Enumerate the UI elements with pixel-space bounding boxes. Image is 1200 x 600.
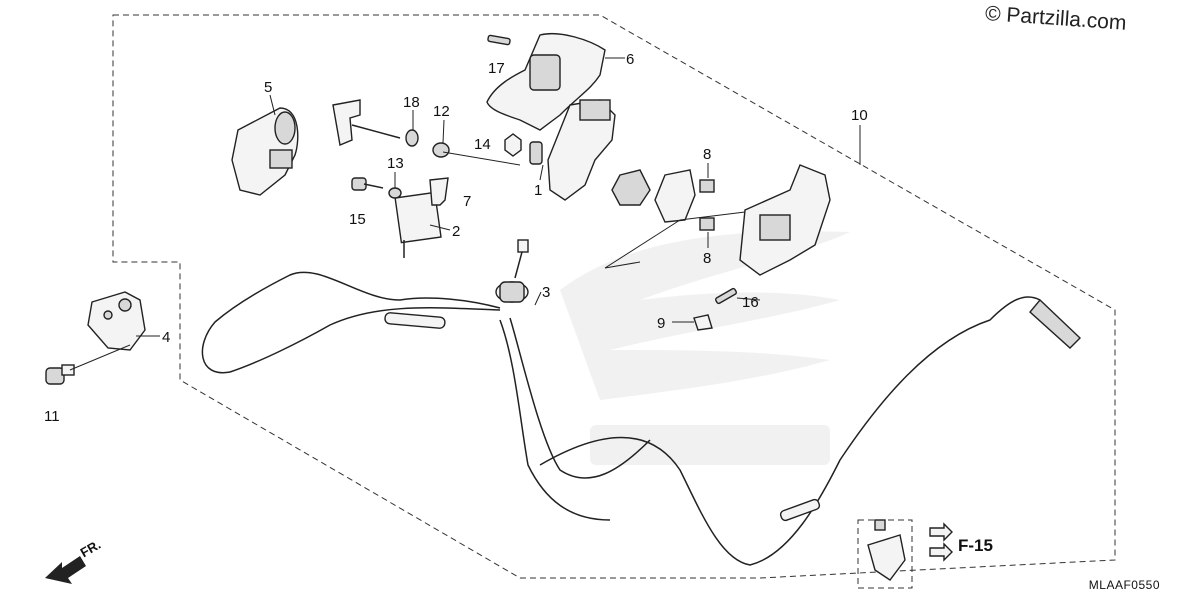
part-4-bracket <box>87 291 146 351</box>
callout-2: 2 <box>452 223 460 240</box>
part-8-spring-upper <box>699 179 715 193</box>
callout-3: 3 <box>542 284 550 301</box>
cable-assembly <box>201 271 1082 566</box>
callout-5: 5 <box>264 79 272 96</box>
callout-14: 14 <box>474 136 491 153</box>
callout-7: 7 <box>463 193 471 210</box>
reference-label: F-15 <box>958 536 993 555</box>
part-13-washer <box>388 187 402 199</box>
assembly-boundary <box>112 14 1116 579</box>
callout-6: 6 <box>626 51 634 68</box>
part-8-spring-lower <box>699 217 715 231</box>
part-2-switch <box>394 191 442 258</box>
part-11-bolt <box>45 364 75 385</box>
part-9-clip <box>693 314 713 331</box>
part-7-clip <box>429 177 449 206</box>
reference-inset <box>857 519 953 589</box>
callout-12: 12 <box>433 103 450 120</box>
part-6-cover <box>486 33 606 131</box>
callout-9: 9 <box>657 315 665 332</box>
callout-13: 13 <box>387 155 404 172</box>
callout-10: 10 <box>851 107 868 124</box>
callout-11: 11 <box>44 408 60 425</box>
part-15-bolt <box>351 177 384 191</box>
part-10-latch-housing <box>739 164 831 276</box>
callout-15: 15 <box>349 211 366 228</box>
part-5-lever-housing <box>231 107 299 196</box>
part-14-nut <box>504 133 522 157</box>
callout-18: 18 <box>403 94 420 111</box>
callout-17: 17 <box>488 60 505 77</box>
lock-rotor-right <box>654 169 696 223</box>
part-18-lever-shaft <box>332 99 419 147</box>
part-1-spring <box>529 141 543 165</box>
callout-labels: 1 2 3 4 5 6 7 8 8 9 10 11 12 13 14 15 16… <box>44 51 868 425</box>
part-17-pin <box>487 34 511 46</box>
front-direction-arrow <box>45 556 86 584</box>
latch-mechanism <box>547 99 616 201</box>
callout-4: 4 <box>162 329 170 346</box>
callout-16: 16 <box>742 294 759 311</box>
part-16-pin <box>715 287 737 305</box>
diagram-code: MLAAF0550 <box>1088 578 1160 592</box>
leader-lines <box>69 57 861 371</box>
callout-1: 1 <box>534 182 542 199</box>
callout-8-upper: 8 <box>703 146 711 163</box>
part-3-cable-end <box>495 239 529 303</box>
callout-8-lower: 8 <box>703 250 711 267</box>
part-12-washer <box>432 142 450 158</box>
lock-rotor-left <box>611 169 651 206</box>
